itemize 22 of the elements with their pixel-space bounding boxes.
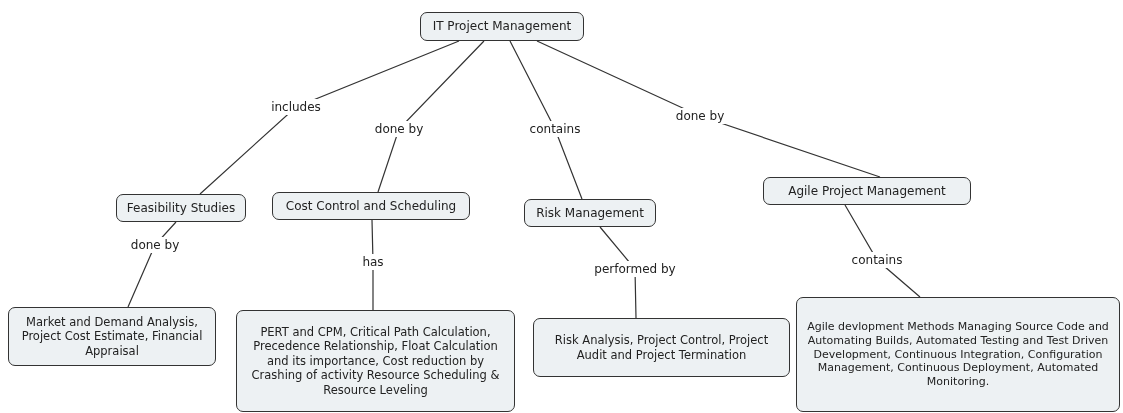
concept-box — [420, 12, 584, 41]
concept-box — [272, 192, 470, 220]
concept-text: IT Project Management — [431, 19, 573, 34]
concept-box — [763, 177, 971, 205]
concept-text: Agile Project Management — [787, 183, 947, 199]
concept-text: PERT and CPM, Critical Path Calculation, Precedence Relationship, Float Calculation and its importance, Cost reduction by Crashing of activity Resource Scheduling & Resource Leveling — [250, 325, 501, 397]
connector-line — [536, 40, 881, 178]
concept-box — [116, 194, 246, 222]
concept-box — [236, 310, 515, 412]
concept-box — [796, 297, 1120, 412]
connector-line — [509, 40, 583, 200]
concept-text: Risk Management — [535, 205, 645, 221]
concept-text: Market and Demand Analysis, Project Cost Estimate, Financial Appraisal — [20, 314, 204, 359]
concept-box — [533, 318, 790, 377]
connector-line — [377, 40, 485, 193]
connector-line — [199, 40, 460, 195]
concept-text: Risk Analysis, Project Control, Project Audit and Project Termination — [553, 333, 770, 362]
concept-box — [8, 307, 216, 366]
concept-text: Feasibility Studies — [125, 200, 237, 216]
concept-text: Agile devlopment Methods Managing Source Code and Automating Builds, Automated Testing and Test Driven Development, Continuous Integration, Configuration Management, Continuous Deployment, Automated Monitoring. — [806, 320, 1110, 389]
concept-box — [524, 199, 656, 227]
concept-text: Cost Control and Scheduling — [284, 198, 458, 214]
